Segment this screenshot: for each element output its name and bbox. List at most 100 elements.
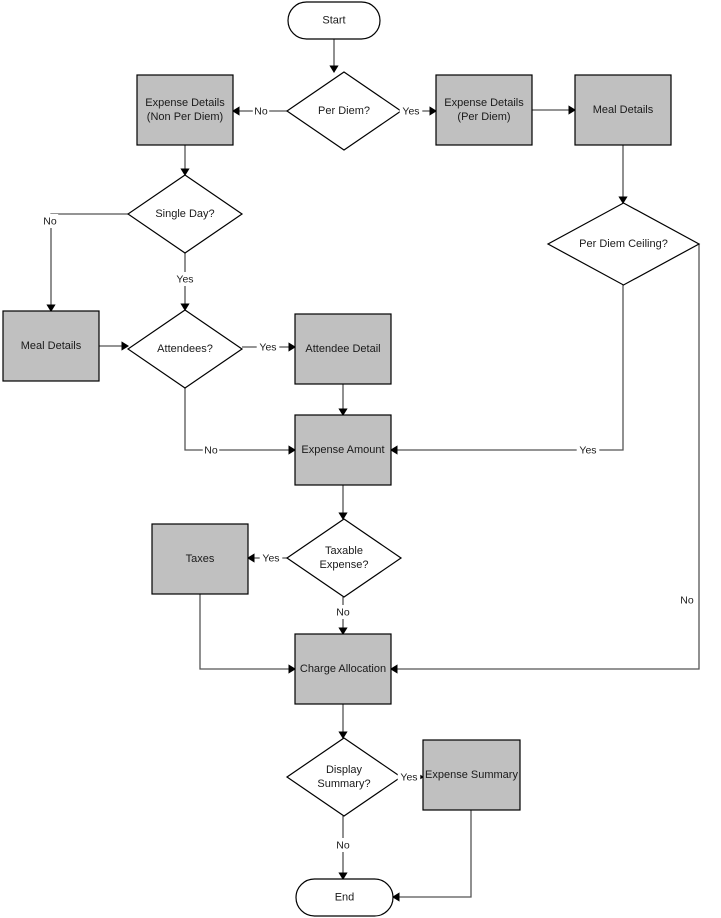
edge-ceiling-yes-to-amount [390, 285, 624, 455]
arrowhead-icon [390, 664, 398, 674]
edge-path [395, 810, 472, 898]
arrowhead-icon [247, 553, 255, 563]
edge-label-text: Yes [400, 771, 417, 783]
arrowhead-icon [568, 105, 576, 115]
node-single-day[interactable]: Single Day? [126, 174, 244, 254]
node-label: Display [326, 764, 363, 776]
edge-label-backing [399, 104, 423, 118]
terminal-pill[interactable] [295, 878, 394, 917]
arrowhead-icon [288, 342, 296, 352]
node-taxes[interactable]: Taxes [151, 523, 249, 595]
arrowhead-icon [390, 445, 398, 455]
process-box[interactable] [151, 523, 249, 595]
node-expense-pd[interactable]: Expense Details(Per Diem) [435, 74, 533, 146]
edge-charge-to-display [338, 704, 348, 739]
edge-label-backing [173, 272, 197, 286]
edge-label-taxable-yes-to-taxes: Yes [259, 551, 283, 565]
edge-path [393, 285, 624, 451]
node-label: Expense Amount [301, 444, 384, 456]
edge-label-singleday-no-to-meal: No [41, 214, 59, 228]
node-expense-nonpd[interactable]: Expense Details(Non Per Diem) [136, 74, 234, 146]
decision-diamond[interactable] [126, 174, 244, 254]
edge-label-attendees-no-to-amount: No [202, 443, 220, 457]
process-box[interactable] [136, 74, 234, 146]
edge-label-singleday-yes-to-attendees: Yes [173, 272, 197, 286]
node-label: Expense Summary [425, 769, 518, 781]
node-charge-allocation[interactable]: Charge Allocation [294, 633, 392, 705]
node-label: Attendees? [157, 343, 213, 355]
edge-label-backing [41, 214, 59, 228]
node-label: Per Diem? [318, 105, 370, 117]
node-label: End [335, 891, 355, 903]
node-expense-summary[interactable]: Expense Summary [422, 739, 521, 811]
edge-label-backing [576, 443, 600, 457]
node-label: Meal Details [593, 104, 654, 116]
node-label: Expense? [320, 559, 369, 571]
edge-mealpd-to-ceiling [618, 145, 628, 204]
arrowhead-icon [338, 872, 348, 880]
node-attendees[interactable]: Attendees? [126, 309, 244, 389]
edge-label-taxable-no-to-charge: No [334, 605, 352, 619]
edge-label-ceiling-yes-to-amount: Yes [576, 443, 600, 457]
edge-label-text: Yes [579, 444, 596, 456]
edge-label-display-no-to-end: No [334, 838, 352, 852]
node-per-diem-ceiling[interactable]: Per Diem Ceiling? [546, 202, 701, 286]
process-box[interactable] [2, 310, 100, 382]
edge-label-attendees-yes-to-detail: Yes [256, 340, 280, 354]
decision-diamond[interactable] [126, 309, 244, 389]
edge-path [393, 244, 700, 670]
edge-start-to-perdiem [329, 39, 339, 73]
terminal-pill[interactable] [287, 1, 381, 40]
edge-label-text: No [680, 594, 694, 606]
edge-singleday-no-to-meal [46, 213, 128, 312]
edge-pd-to-meal-details [532, 105, 576, 115]
edge-amount-to-taxable [338, 485, 348, 520]
process-box[interactable] [294, 633, 392, 705]
node-label: Per Diem Ceiling? [579, 238, 668, 250]
node-start[interactable]: Start [287, 1, 381, 40]
arrowhead-icon [180, 303, 190, 311]
decision-diamond[interactable] [546, 202, 701, 286]
node-label: Single Day? [155, 208, 214, 220]
edge-label-backing [256, 340, 280, 354]
edge-summary-to-end [392, 810, 472, 902]
edge-path [50, 213, 128, 309]
process-box[interactable] [574, 74, 672, 146]
edge-detail-to-amount [338, 384, 348, 416]
edge-label-text: Yes [402, 105, 419, 117]
edge-label-display-yes-to-summary: Yes [397, 770, 421, 784]
edge-label-backing [252, 104, 270, 118]
node-meal-details-pd[interactable]: Meal Details [574, 74, 672, 146]
decision-diamond[interactable] [285, 518, 403, 598]
node-end[interactable]: End [295, 878, 394, 917]
process-box[interactable] [294, 313, 392, 385]
edge-label-text: Yes [259, 341, 276, 353]
process-box[interactable] [294, 414, 392, 486]
arrowhead-icon [121, 341, 129, 351]
edge-label-text: Yes [176, 273, 193, 285]
node-expense-amount[interactable]: Expense Amount [294, 414, 392, 486]
edge-path [184, 388, 293, 451]
node-per-diem[interactable]: Per Diem? [285, 71, 403, 151]
edge-label-text: Yes [262, 552, 279, 564]
edge-label-backing [334, 605, 352, 619]
edge-label-backing [678, 593, 696, 607]
process-box[interactable] [435, 74, 533, 146]
process-box[interactable] [422, 739, 521, 811]
arrowhead-icon [46, 304, 56, 312]
node-label: (Non Per Diem) [147, 111, 223, 123]
node-attendee-detail[interactable]: Attendee Detail [294, 313, 392, 385]
node-meal-details-left[interactable]: Meal Details [2, 310, 100, 382]
decision-diamond[interactable] [285, 71, 403, 151]
arrowhead-icon [338, 731, 348, 739]
arrowhead-icon [338, 512, 348, 520]
edge-taxes-to-charge [199, 594, 296, 674]
arrowhead-icon [232, 106, 240, 116]
node-label: Taxes [186, 553, 215, 565]
node-label: Taxable [325, 545, 363, 557]
decision-diamond[interactable] [285, 737, 403, 817]
